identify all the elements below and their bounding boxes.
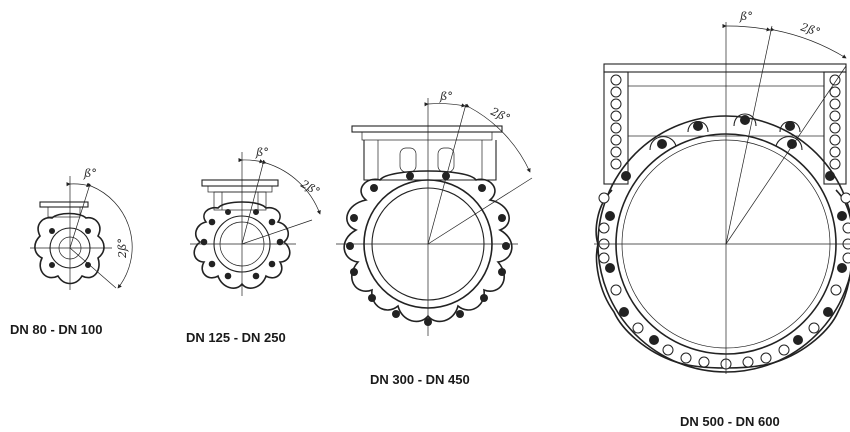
valve-4-angle-dimension: ß° 2ß°: [722, 10, 847, 59]
valve-1-size-label: DN 80 - DN 100: [10, 322, 102, 337]
valve-4-size-label: DN 500 - DN 600: [680, 414, 780, 429]
valve-4-beta-label: ß°: [739, 10, 753, 23]
valve-dn125-250: ß° 2ß° DN 125 - DN 250: [186, 146, 322, 345]
valve-1-body: [30, 176, 117, 290]
valve-3-beta-label: ß°: [439, 90, 453, 103]
valve-dn300-450: ß° 2ß° DN 300 - DN 450: [336, 90, 533, 387]
valve-3-body: [336, 98, 533, 336]
valve-dn500-600: ß° 2ß° DN 500 - DN 600: [594, 10, 850, 429]
valve-1-beta-label: ß°: [83, 167, 97, 180]
valve-4-2beta-label: 2ß°: [798, 20, 822, 39]
valve-2-body: [190, 152, 313, 296]
valve-2-size-label: DN 125 - DN 250: [186, 330, 286, 345]
valve-dn80-100: ß° 2ß° DN 80 - DN 100: [10, 167, 133, 337]
valve-2-beta-label: ß°: [255, 146, 269, 159]
valve-3-size-label: DN 300 - DN 450: [370, 372, 470, 387]
valve-3-angle-dimension: ß° 2ß°: [424, 90, 531, 173]
valve-1-2beta-label: 2ß°: [116, 238, 129, 259]
valve-1-angle-dimension: ß° 2ß°: [66, 167, 133, 289]
valve-4-body: [594, 22, 850, 374]
